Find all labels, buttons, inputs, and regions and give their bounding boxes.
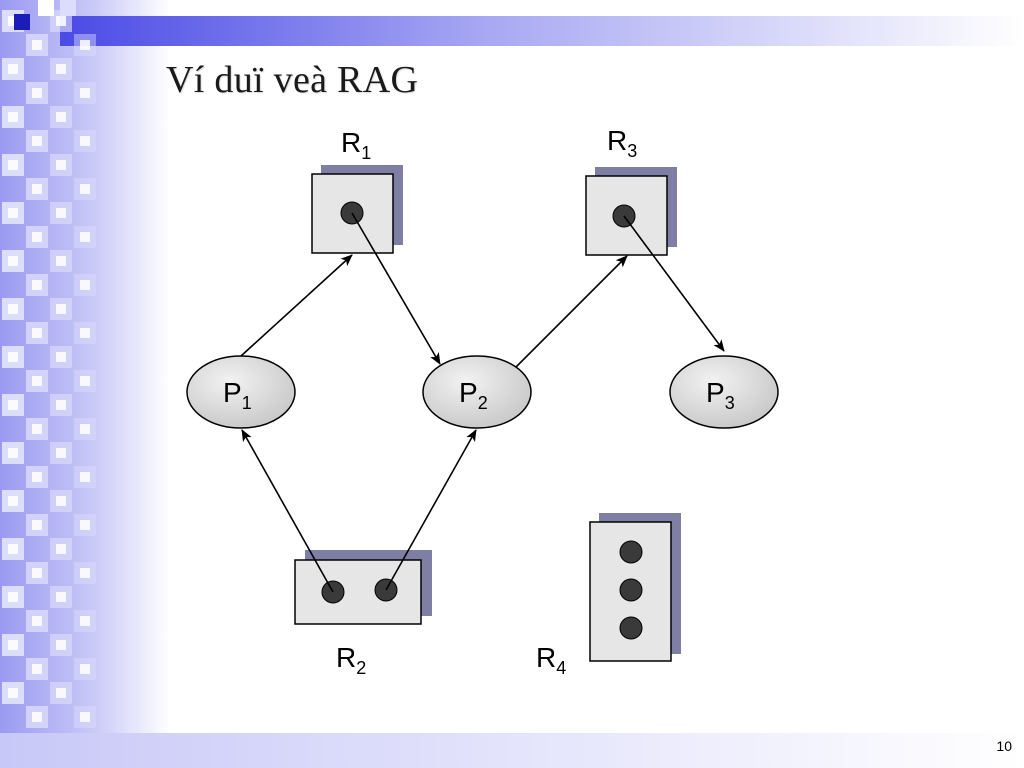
checker-tile-inner	[56, 256, 66, 266]
slide-number: 10	[996, 738, 1012, 754]
process-p2: P2	[422, 355, 532, 429]
checker-tile-inner	[8, 16, 18, 26]
checker-tile-inner	[56, 400, 66, 410]
checker-tile-inner	[8, 208, 18, 218]
checker-tile-inner	[8, 688, 18, 698]
checker-tile-inner	[32, 280, 42, 290]
svg-text:P2: P2	[459, 377, 488, 413]
label-r1: R1	[341, 127, 371, 163]
checker-tile-inner	[80, 136, 90, 146]
checker-tile-inner	[56, 496, 66, 506]
checker-tile-inner	[80, 520, 90, 530]
checker-tile-inner	[80, 88, 90, 98]
instance-dot	[619, 578, 643, 602]
checker-tile-inner	[32, 136, 42, 146]
edge-r1-p2	[351, 212, 441, 365]
checker-tile-inner	[32, 568, 42, 578]
checker-tile-inner	[8, 112, 18, 122]
edge-r2-p2	[385, 429, 477, 591]
checker-tile-inner	[32, 616, 42, 626]
checker-tile-inner	[8, 400, 18, 410]
resource-r1	[311, 165, 403, 254]
checker-tile-inner	[56, 352, 66, 362]
checker-tile-inner	[8, 544, 18, 554]
checker-tile-inner	[80, 184, 90, 194]
instance-dot	[619, 616, 643, 640]
checker-tiles	[2, 0, 96, 728]
checker-tile-inner	[32, 40, 42, 50]
resource-r2	[294, 550, 432, 625]
bottom-bar	[0, 733, 1024, 768]
edge-r3-p3	[623, 215, 725, 352]
label-r3: R3	[607, 125, 637, 161]
label-r4: R4	[536, 642, 566, 678]
checker-tile-inner	[80, 664, 90, 674]
checker-tile-inner	[56, 592, 66, 602]
process-p3: P3	[669, 355, 779, 429]
checker-tile-inner	[8, 304, 18, 314]
checker-tile-inner	[80, 616, 90, 626]
slide-title: Ví duï veà RAG	[166, 59, 419, 101]
resource-r4	[589, 513, 681, 662]
checker-tile-inner	[80, 376, 90, 386]
checker-tile-inner	[32, 232, 42, 242]
checker-tile-inner	[32, 424, 42, 434]
checker-tile-inner	[80, 328, 90, 338]
checker-tile-inner	[80, 232, 90, 242]
edge-p2-r3	[515, 255, 628, 368]
checker-tile-inner	[56, 64, 66, 74]
checker-tile-inner	[8, 256, 18, 266]
corner-accent-tile	[38, 0, 54, 16]
resource-r2-box	[294, 559, 422, 625]
top-bar	[60, 16, 1024, 46]
checker-tile-inner	[32, 520, 42, 530]
checker-tile-inner	[56, 640, 66, 650]
checker-tile-inner	[56, 112, 66, 122]
checker-tile-inner	[56, 688, 66, 698]
resource-r3	[585, 167, 677, 256]
corner-accent-tile	[14, 14, 30, 30]
checker-tile-inner	[32, 712, 42, 722]
checker-tile-inner	[56, 16, 66, 26]
label-r2: R2	[336, 642, 366, 678]
resource-r1-box	[311, 173, 394, 254]
checker-tile-inner	[8, 352, 18, 362]
checker-tile-inner	[8, 496, 18, 506]
checker-tile-inner	[32, 328, 42, 338]
checker-tile-inner	[8, 592, 18, 602]
svg-text:P3: P3	[706, 377, 735, 413]
checker-tile-inner	[32, 472, 42, 482]
checker-tile-inner	[56, 544, 66, 554]
checker-tile-inner	[56, 448, 66, 458]
checker-tile-inner	[32, 88, 42, 98]
checker-tile-inner	[56, 160, 66, 170]
checker-tile-inner	[8, 64, 18, 74]
process-p1: P1	[186, 355, 296, 429]
svg-text:P1: P1	[223, 377, 252, 413]
checker-tile-inner	[8, 448, 18, 458]
checker-tile-inner	[80, 40, 90, 50]
checker-tile-inner	[56, 304, 66, 314]
checker-tile-inner	[56, 208, 66, 218]
edge-r2-p1	[241, 429, 334, 593]
edge-p1-r1	[240, 254, 353, 357]
checker-tile-inner	[80, 712, 90, 722]
checker-tile-inner	[32, 664, 42, 674]
corner-accent-tile	[60, 0, 76, 16]
checker-tile-inner	[80, 424, 90, 434]
checker-tile-inner	[8, 160, 18, 170]
checker-tile-inner	[8, 640, 18, 650]
checker-tile-inner	[80, 568, 90, 578]
checker-tile-inner	[32, 184, 42, 194]
instance-dot	[619, 540, 643, 564]
checker-tile-inner	[80, 280, 90, 290]
checker-tile-inner	[32, 376, 42, 386]
checker-tile-inner	[80, 472, 90, 482]
